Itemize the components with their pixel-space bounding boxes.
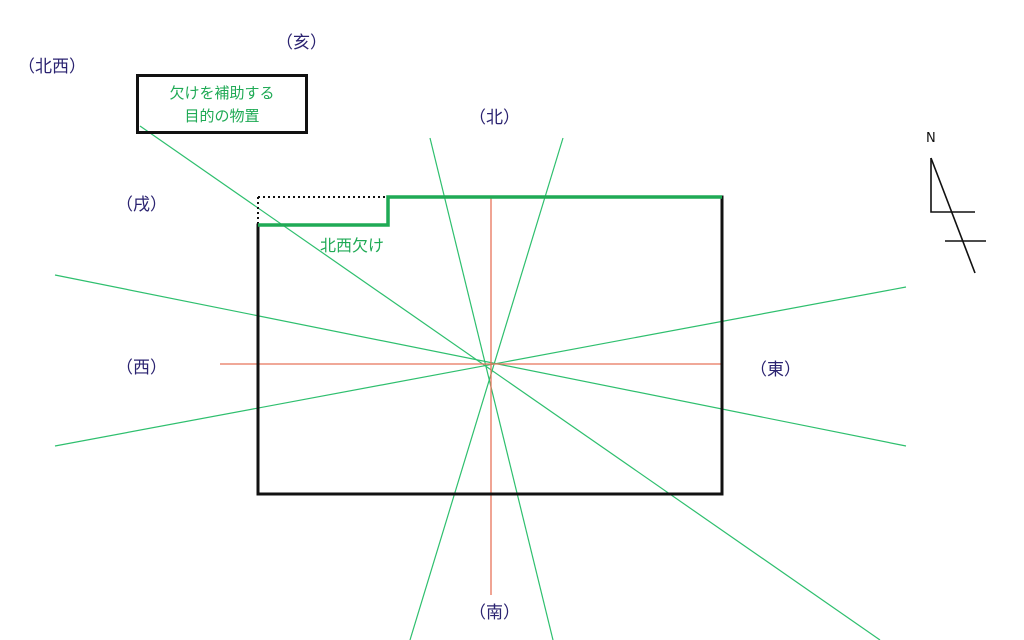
north-marker-label: N	[926, 131, 936, 146]
north-arrow-head	[930, 158, 975, 213]
north-arrow-shaft	[930, 157, 976, 274]
missing-corner-dotted	[257, 196, 388, 225]
building-outline	[256, 195, 724, 496]
sector-line	[409, 137, 564, 640]
sector-lines	[54, 125, 907, 640]
label-gai: （亥）	[276, 33, 327, 53]
missing-corner-edge	[258, 195, 722, 227]
sector-line	[54, 274, 907, 447]
main-axes	[220, 197, 722, 595]
sector-line	[54, 286, 907, 447]
sector-line	[139, 125, 881, 640]
storage-note-line-2: 目的の物置	[184, 107, 260, 125]
storage-note-box: 欠けを補助する 目的の物置	[136, 74, 308, 134]
label-east: （東）	[750, 360, 801, 380]
label-northwest: （北西）	[18, 57, 86, 77]
missing-corner-label: 北西欠け	[320, 236, 385, 255]
label-north: （北）	[469, 108, 520, 128]
building-walls	[256, 195, 724, 496]
label-south: （南）	[469, 603, 520, 623]
storage-note-line-1: 欠けを補助する	[169, 84, 275, 102]
label-jutsu: （戌）	[116, 195, 167, 215]
label-west: （西）	[116, 358, 167, 378]
north-arrow-icon	[930, 157, 986, 274]
